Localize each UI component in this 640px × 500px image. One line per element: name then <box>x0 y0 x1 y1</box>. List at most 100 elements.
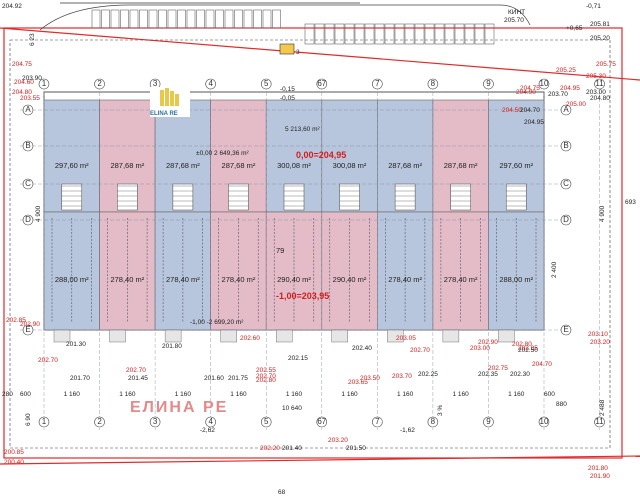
axis-bubble <box>483 78 494 90</box>
axis-label-col: 9 <box>486 79 491 88</box>
level-black: 201.40 <box>282 445 302 452</box>
level-black: 203.90 <box>22 75 42 82</box>
level-black: 201.75 <box>228 375 248 382</box>
level-black: 204.95 <box>524 119 544 126</box>
axis-bubble <box>205 416 216 428</box>
level-red: 203.10 <box>588 331 608 338</box>
axis-bubble <box>38 78 50 90</box>
level-red: 204.95 <box>560 85 580 92</box>
unit-lower-area: 290,40 m² <box>333 275 367 284</box>
level-red: 204.70 <box>532 361 552 368</box>
level-labels: 204.75204.60204.80203.55202.85202.90202.… <box>2 3 616 480</box>
level-red: 203.20 <box>328 437 348 444</box>
level-red: 202.70 <box>410 347 430 354</box>
axis-bubble <box>94 78 105 90</box>
parking-space <box>91 9 101 29</box>
axis-label-col: 5 <box>264 79 269 88</box>
axis-bubble <box>560 324 572 336</box>
core-block <box>505 183 527 211</box>
unit-upper-area: 300,08 m² <box>333 161 367 170</box>
level-red: 202.55 <box>256 367 276 374</box>
axis-label-row: D <box>25 215 31 224</box>
axis-label-col: 7 <box>375 417 380 426</box>
dim-span: 1 160 <box>175 391 192 398</box>
level-black: 204.70 <box>520 107 540 114</box>
level-b: -0,05 <box>280 95 295 102</box>
dim-edge-a: 280 <box>2 391 13 398</box>
core-block <box>339 183 360 211</box>
level-red: 202.85 <box>6 317 26 324</box>
dim-left-note: 6 90 <box>25 413 32 426</box>
level-red: 203.50 <box>360 375 380 382</box>
upper-total-area: 5 213,60 m² <box>285 126 321 133</box>
level-red: 201.90 <box>590 473 610 480</box>
axis-bubble <box>260 416 272 428</box>
axis-label-col: 2 <box>97 417 102 426</box>
parking-space <box>354 23 365 45</box>
page-number: 68 <box>278 489 286 496</box>
loading-ramp <box>331 329 348 343</box>
logo-icon <box>160 88 179 106</box>
street-level-b: +0,65 <box>566 25 583 32</box>
parking-space <box>324 23 335 45</box>
axis-bubble <box>538 416 550 428</box>
street-name: КИНТ <box>508 9 525 16</box>
axis-bubble <box>560 140 572 152</box>
level-black: 204.92 <box>2 3 22 10</box>
level-red: 200.40 <box>4 459 24 466</box>
axis-label-row: E <box>563 325 568 334</box>
level-red: 202.20 <box>260 445 280 452</box>
parking-space <box>364 23 375 45</box>
level-black: 203.70 <box>548 91 568 98</box>
parking-space <box>394 23 405 45</box>
parking-space <box>474 23 485 45</box>
level-red: 204.90 <box>516 89 536 96</box>
parking-space <box>304 23 315 45</box>
level-red: 205.00 <box>566 101 586 108</box>
dim-edge-b: 600 <box>20 391 31 398</box>
dim-span: 1 160 <box>508 391 525 398</box>
axis-bubble <box>538 78 550 90</box>
axis-bubble <box>316 416 328 428</box>
level-red: 204.60 <box>14 79 34 86</box>
road-edge-line <box>0 27 640 81</box>
axis-bubble <box>22 104 34 116</box>
axis-label-col: 3 <box>153 79 158 88</box>
axis-label-row: E <box>25 325 30 334</box>
parking-space <box>272 9 281 29</box>
axis-label-col: 10 <box>540 79 549 88</box>
parking-space <box>414 23 425 45</box>
unit-lower-area: 290,40 m² <box>277 275 311 284</box>
upper-level-label: 0,00=204,95 <box>296 150 346 160</box>
unit-lower-area: 278,40 m² <box>222 275 256 284</box>
parking-space <box>177 9 186 29</box>
level-red: 202.70 <box>126 367 146 374</box>
parking-space <box>374 23 385 45</box>
unit-lower-area: 278,40 m² <box>110 275 144 284</box>
axis-label-col: 5 <box>264 417 269 426</box>
axis-label-col: 11 <box>595 79 604 88</box>
road-edge-line-bottom <box>0 455 640 465</box>
axis-label-row: C <box>563 179 569 188</box>
level-red: 202.70 <box>38 357 58 364</box>
loading-ramp <box>164 329 182 343</box>
parking-space <box>314 23 325 45</box>
dim-edge-c: 600 <box>544 391 555 398</box>
unit-lower-area: 288,00 m² <box>499 275 533 284</box>
lower-floor-label: -1,00 -2 699,20 m² <box>190 319 244 326</box>
dim-bottom-total: 10 640 <box>282 405 302 412</box>
parking-space <box>148 9 158 29</box>
pct-label: 3 % <box>437 405 444 416</box>
unit-lower-area: 288,00 m² <box>55 275 89 284</box>
parking-space <box>101 9 110 29</box>
unit-lower-area: 278,40 m² <box>444 275 478 284</box>
axis-label-col: 4 <box>208 417 213 426</box>
unit-upper-area: 287,68 m² <box>222 161 256 170</box>
axis-label-row: A <box>563 105 569 114</box>
loading-ramp <box>220 329 237 343</box>
axis-label-col: 10 <box>540 417 549 426</box>
transformer-box <box>279 43 295 55</box>
